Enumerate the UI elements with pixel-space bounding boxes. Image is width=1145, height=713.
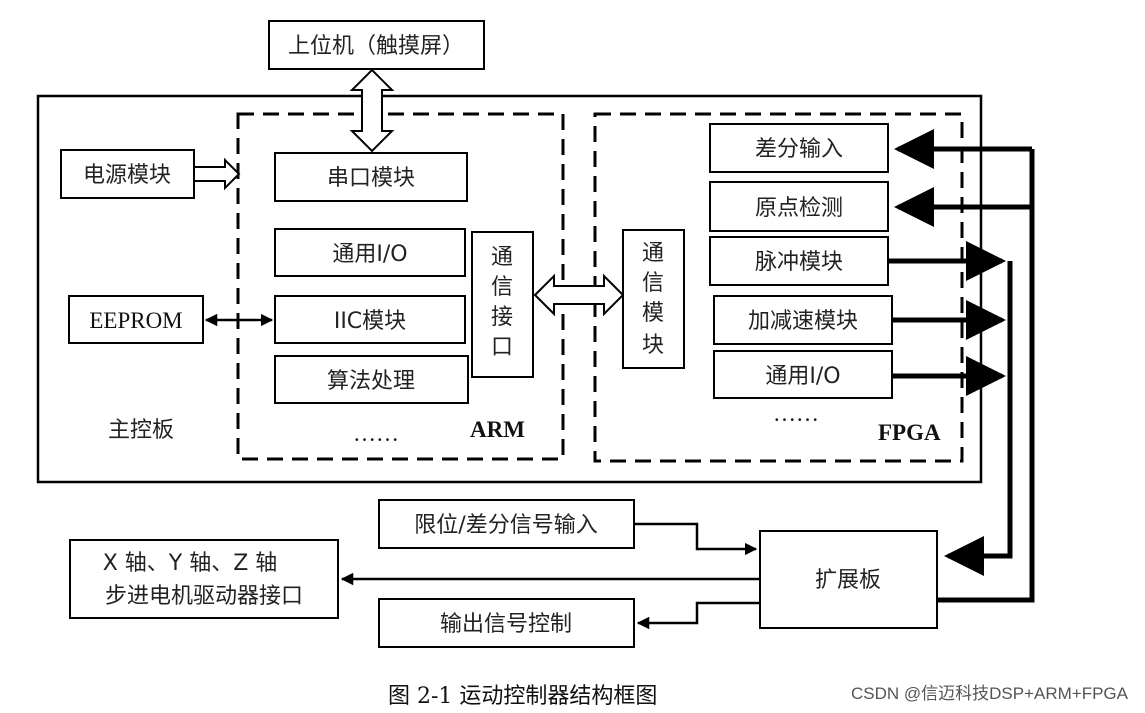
arm-gpio-module: 通用I/O	[274, 228, 466, 277]
comm-interface-char: 信	[491, 275, 513, 300]
arm-ellipsis: ……	[353, 421, 399, 446]
host-touchscreen-box: 上位机（触摸屏）	[268, 20, 485, 70]
iic-module-label: IIC模块	[334, 309, 406, 334]
arm-serial-module: 串口模块	[274, 152, 468, 202]
eeprom-box: EEPROM	[68, 295, 204, 344]
host-label: 上位机（触摸屏）	[288, 34, 464, 59]
power-arrow	[193, 157, 241, 191]
motor-interface-line1: X 轴、Y 轴、Z 轴	[103, 551, 278, 576]
fpga-gpio-label: 通用I/O	[765, 364, 840, 389]
pulse-module-label: 脉冲模块	[755, 250, 843, 275]
host-serial-bidirectional-arrow	[349, 68, 395, 153]
fpga-pulse-module: 脉冲模块	[709, 236, 889, 286]
power-module-label: 电源模块	[83, 163, 171, 188]
comm-module-char: 信	[642, 271, 664, 296]
fpga-comm-module: 通 信 模 块	[622, 229, 685, 369]
eeprom-label: EEPROM	[89, 308, 182, 333]
fpga-ellipsis: ……	[773, 401, 819, 426]
input-bus-line	[938, 149, 1035, 603]
comm-interface-char: 口	[491, 335, 513, 360]
fpga-accel-decel-module: 加减速模块	[713, 295, 893, 345]
arm-label: ARM	[470, 417, 525, 442]
fpga-origin-detect-module: 原点检测	[709, 181, 889, 232]
expansion-board-label: 扩展板	[815, 568, 881, 593]
output-control-box: 输出信号控制	[378, 598, 635, 648]
arm-fpga-bidirectional-arrow	[533, 273, 625, 317]
fpga-label: FPGA	[878, 420, 941, 445]
comm-module-char: 块	[642, 333, 664, 358]
origin-detect-label: 原点检测	[755, 196, 843, 221]
diff-input-label: 差分输入	[755, 137, 843, 162]
watermark: CSDN @信迈科技DSP+ARM+FPGA	[851, 684, 1129, 703]
limit-to-expansion	[634, 522, 758, 556]
motor-interface-box: X 轴、Y 轴、Z 轴 步进电机驱动器接口	[69, 539, 339, 619]
comm-interface-char: 接	[491, 305, 513, 330]
arm-iic-module: IIC模块	[274, 295, 466, 344]
arm-comm-interface: 通 信 接 口	[471, 231, 534, 378]
accel-decel-label: 加减速模块	[748, 309, 858, 334]
limit-input-label: 限位/差分信号输入	[414, 513, 597, 538]
comm-interface-char: 通	[491, 245, 513, 270]
expansion-to-output-control	[636, 601, 760, 630]
comm-module-char: 通	[642, 241, 664, 266]
comm-module-char: 模	[642, 301, 664, 326]
limit-input-box: 限位/差分信号输入	[378, 499, 635, 549]
main-board-label: 主控板	[108, 418, 174, 443]
arm-gpio-label: 通用I/O	[332, 242, 407, 267]
power-module-box: 电源模块	[60, 149, 195, 199]
main-board-frame	[36, 94, 983, 484]
output-control-label: 输出信号控制	[440, 612, 572, 637]
fpga-diff-input-module: 差分输入	[709, 123, 889, 173]
output-bus-line	[944, 261, 1013, 576]
motor-interface-line2: 步进电机驱动器接口	[105, 584, 303, 609]
arm-region	[236, 112, 565, 461]
arm-algorithm-module: 算法处理	[274, 355, 469, 404]
serial-module-label: 串口模块	[327, 166, 415, 191]
figure-caption: 图 2-1 运动控制器结构框图	[388, 684, 657, 709]
expansion-board-box: 扩展板	[759, 530, 938, 629]
fpga-gpio-module: 通用I/O	[713, 350, 893, 399]
algorithm-module-label: 算法处理	[327, 369, 415, 394]
